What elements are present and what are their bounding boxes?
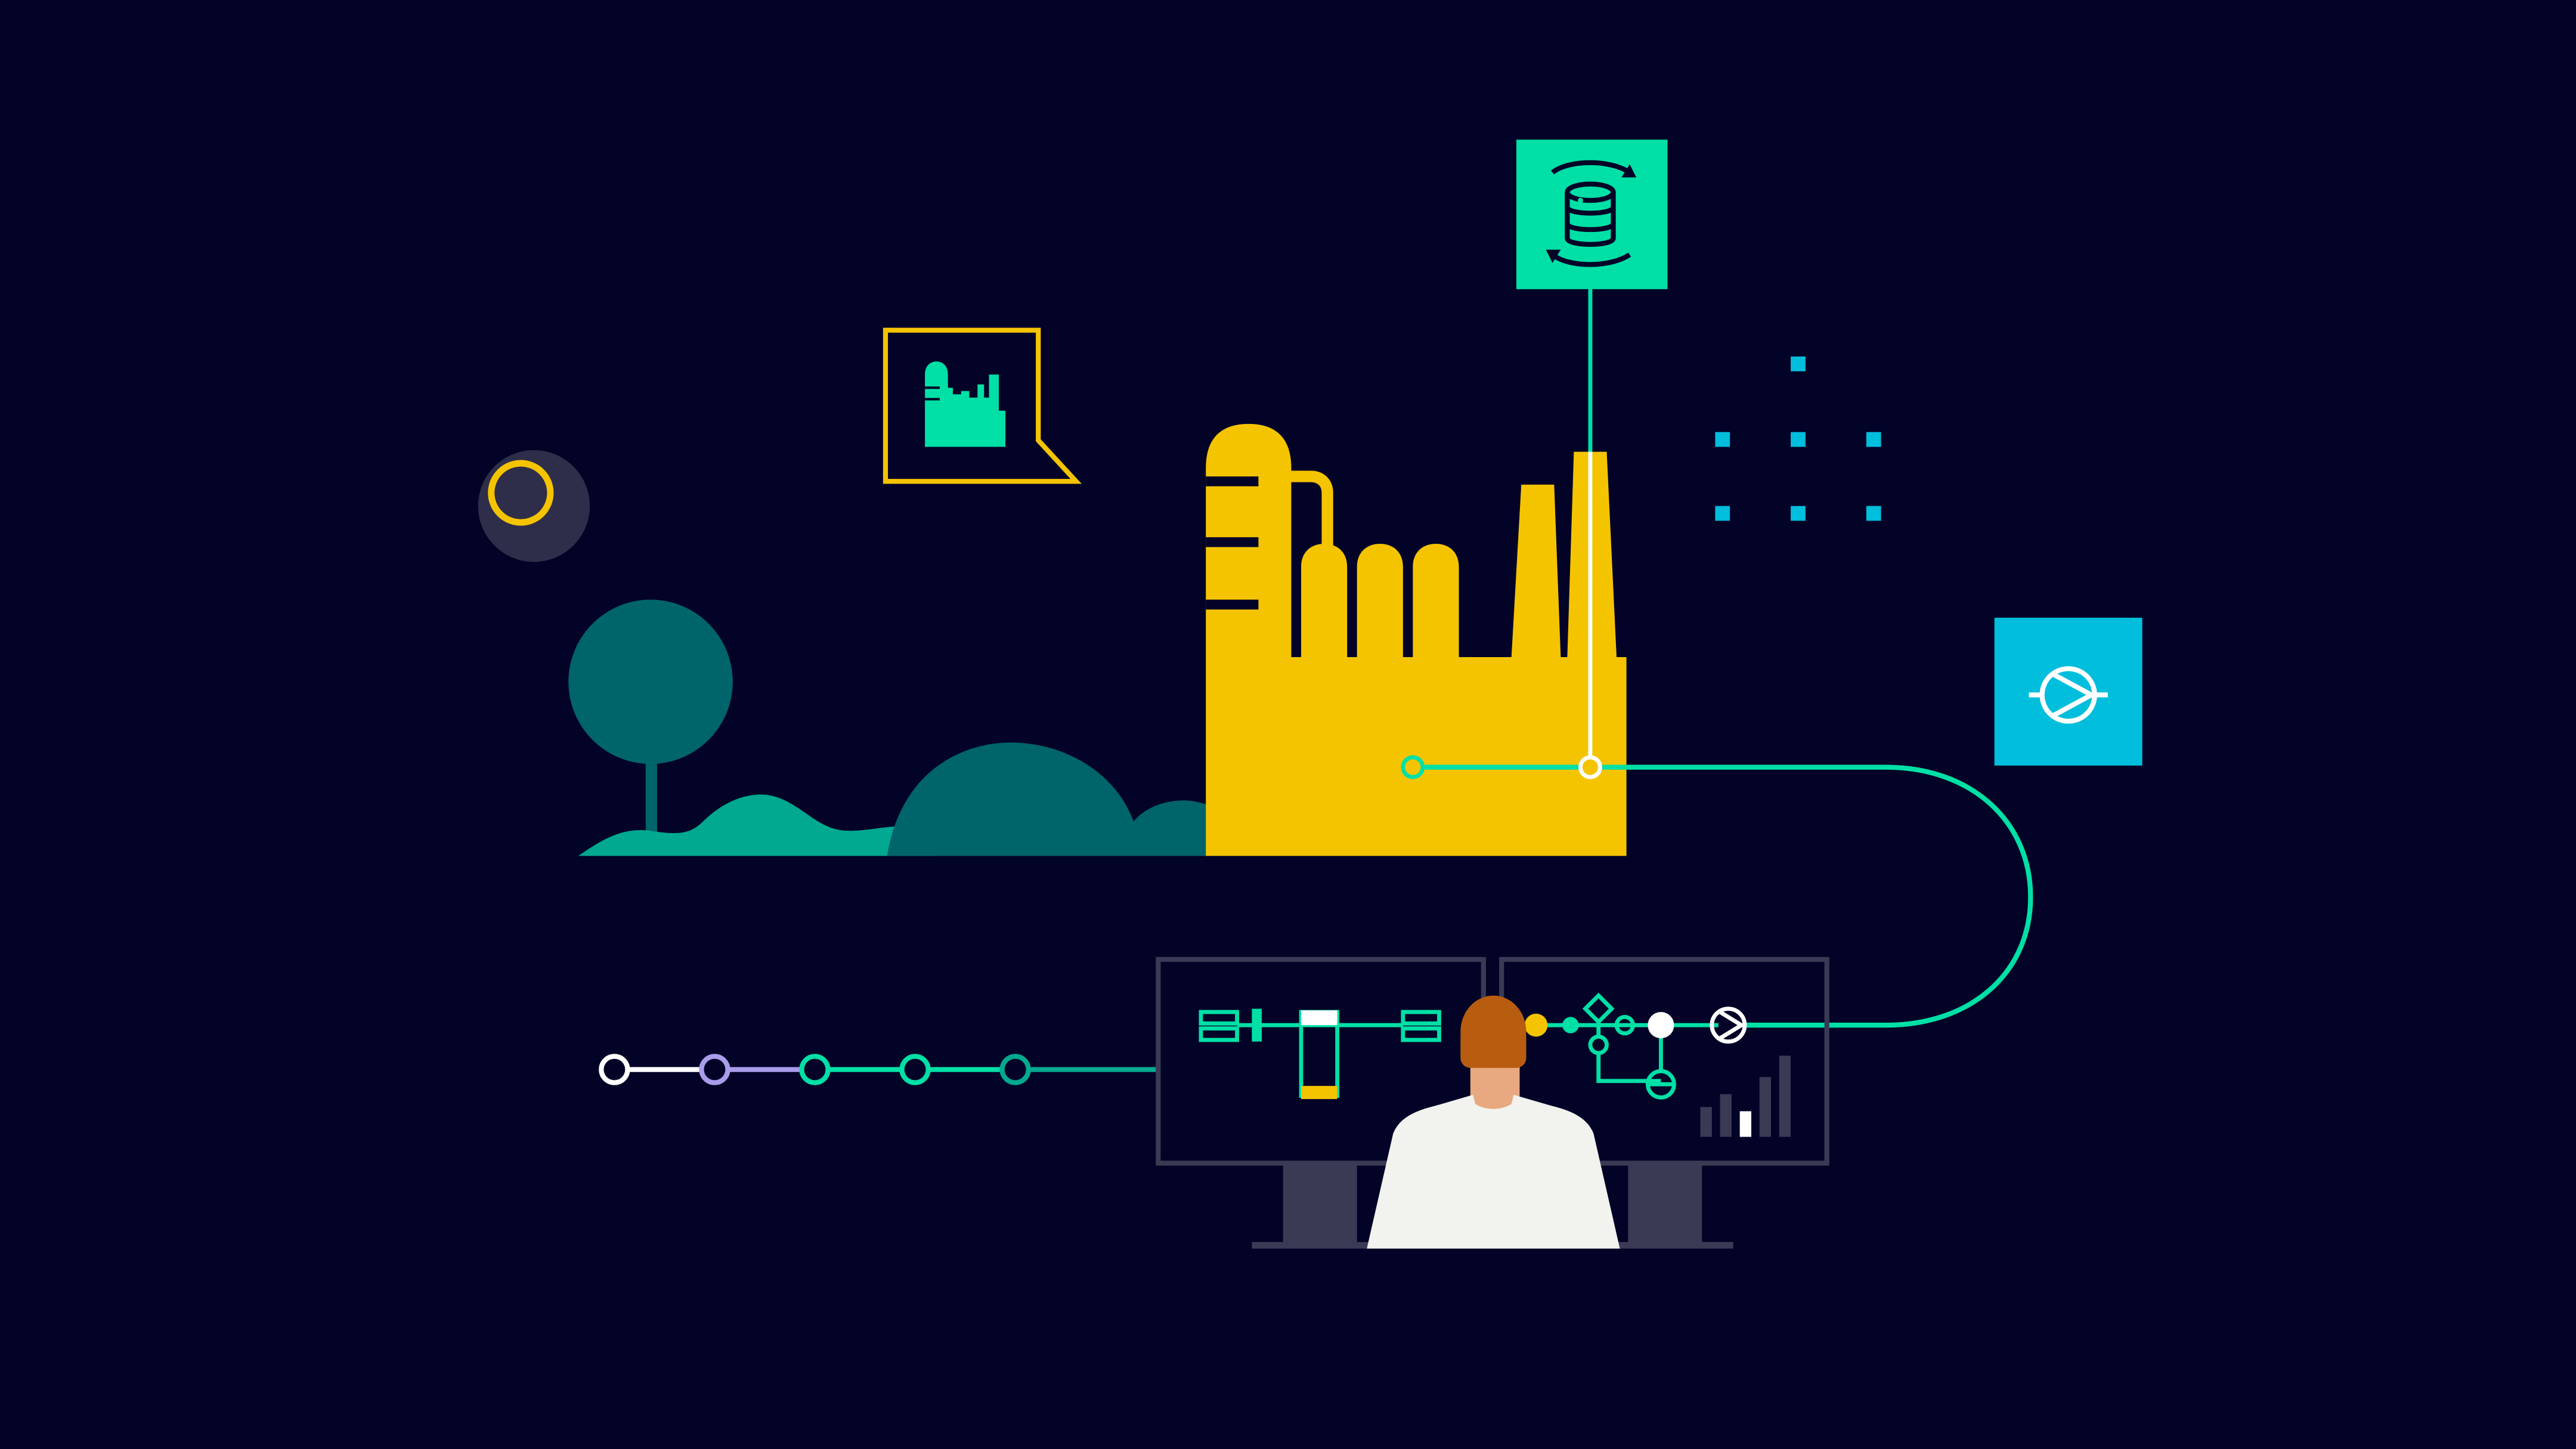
- factory-chart-icon: [883, 327, 1082, 484]
- timeline-node: [699, 1054, 730, 1085]
- mini-bar: [1759, 1077, 1771, 1137]
- tree-trunk: [645, 747, 658, 854]
- factory: [1206, 423, 1627, 856]
- hills-front: [578, 794, 937, 856]
- factory-pipe: [1291, 470, 1333, 559]
- timeline-node: [899, 1054, 931, 1085]
- connector-node: [1401, 755, 1425, 779]
- data-connectors: [1422, 289, 2033, 1028]
- database-sync-icon: [1516, 140, 1668, 289]
- hill-dome: [887, 742, 1208, 856]
- monitor-stand: [1283, 1163, 1357, 1246]
- tower-line: [1206, 476, 1259, 487]
- mini-bar: [1720, 1094, 1732, 1137]
- timeline-nodes-icon: [599, 1054, 1157, 1085]
- moon-icon: [478, 450, 590, 562]
- mini-bar: [1779, 1055, 1791, 1137]
- timeline-node: [599, 1054, 630, 1085]
- mini-bar: [1700, 1107, 1712, 1137]
- dot-grid: [1715, 356, 1881, 521]
- tower-line: [1206, 537, 1259, 547]
- process-diagram: [1199, 1008, 1441, 1100]
- tree-crown: [568, 599, 733, 764]
- pump-symbol-icon: [1994, 617, 2142, 766]
- landscape: [568, 599, 1208, 856]
- connector-node: [1578, 755, 1602, 779]
- timeline-node: [799, 1054, 831, 1085]
- control-diagram: [1524, 992, 1791, 1137]
- mini-bar: [1739, 1111, 1751, 1137]
- monitor-stand: [1628, 1163, 1702, 1246]
- bar-chart-mini: [1700, 1055, 1791, 1137]
- timeline-node: [999, 1054, 1031, 1085]
- operator-person: [1367, 995, 1620, 1249]
- tower-line: [1206, 599, 1259, 610]
